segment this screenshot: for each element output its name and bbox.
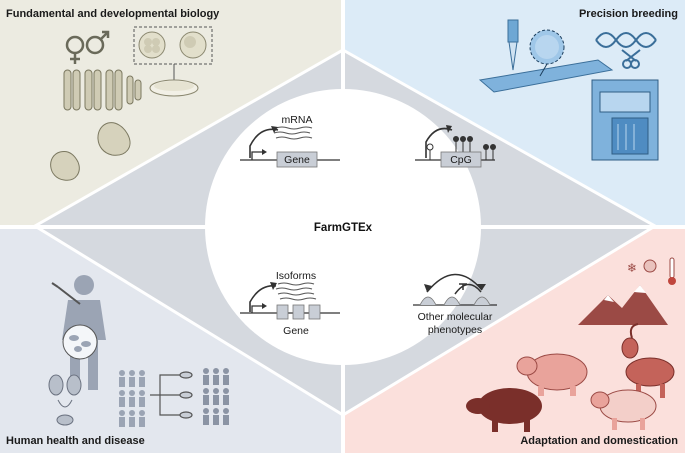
branch-arrows-icon bbox=[150, 371, 193, 419]
label-precision-breeding: Precision breeding bbox=[579, 8, 678, 20]
isoforms-module: Isoforms Gene bbox=[240, 270, 340, 337]
sequencer-machine-icon bbox=[591, 79, 659, 161]
syringe-icon bbox=[51, 282, 81, 305]
svg-text:❄: ❄ bbox=[627, 261, 637, 275]
population-groups-icon bbox=[203, 368, 229, 425]
boar-icon bbox=[466, 388, 542, 432]
other-phenotypes-module: Other molecular phenotypes bbox=[413, 273, 497, 336]
dna-scissors-icon bbox=[595, 32, 657, 69]
chromosomes-icon bbox=[63, 69, 142, 111]
mrna-gene-box-label: Gene bbox=[284, 154, 310, 166]
cells-dish-icon bbox=[62, 324, 98, 360]
isoforms-label: Isoforms bbox=[276, 270, 316, 282]
population-arrows-icon bbox=[119, 370, 145, 427]
label-human-health: Human health and disease bbox=[6, 435, 145, 447]
label-adaptation: Adaptation and domestication bbox=[520, 435, 678, 447]
sheep-icon bbox=[590, 389, 657, 430]
center-title: FarmGTEx bbox=[314, 222, 373, 234]
fetus-icon bbox=[50, 122, 131, 181]
organs-icon bbox=[48, 374, 82, 426]
pig-icon bbox=[516, 353, 588, 396]
pipette-slide-icon bbox=[478, 19, 614, 93]
isoforms-gene-label: Gene bbox=[283, 325, 309, 337]
other-phenotypes-line2: phenotypes bbox=[428, 324, 482, 336]
mrna-module: mRNA Gene bbox=[240, 114, 340, 168]
sex-symbols-icon bbox=[65, 30, 110, 64]
center-circle bbox=[205, 89, 481, 365]
cpg-box-label: CpG bbox=[450, 154, 472, 166]
other-phenotypes-line1: Other molecular bbox=[418, 311, 493, 323]
mountain-weather-icon: ❄ bbox=[578, 257, 676, 325]
label-fundamental-biology: Fundamental and developmental biology bbox=[6, 8, 220, 20]
cpg-module: CpG bbox=[415, 125, 496, 168]
mrna-label: mRNA bbox=[282, 114, 313, 126]
embryo-cells-icon bbox=[133, 26, 213, 97]
